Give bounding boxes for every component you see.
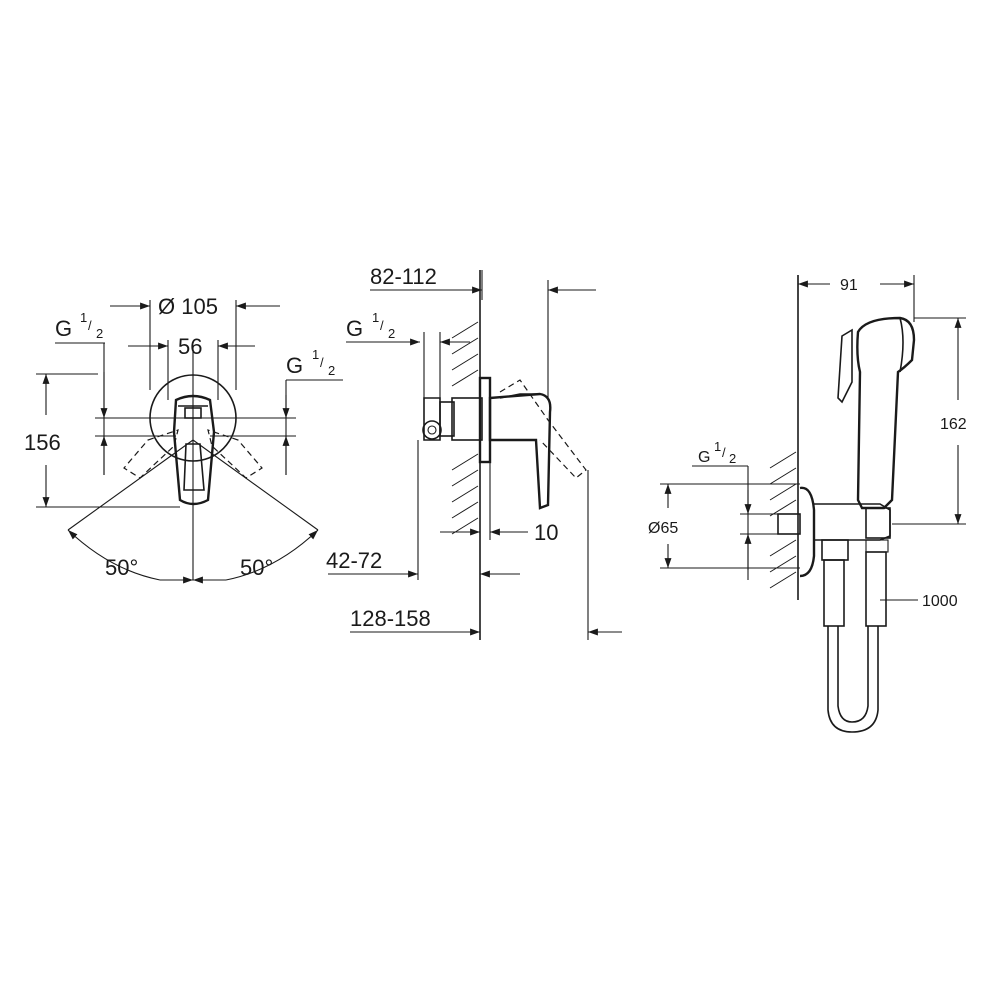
lever-rotation-right xyxy=(207,429,263,479)
dim-height: 156 xyxy=(24,430,61,455)
thread-left-slash: / xyxy=(88,318,92,333)
lever-side xyxy=(488,392,552,510)
lever-rotation-left xyxy=(123,429,179,479)
hand-shower-view: 91 162 G 1 / 2 Ø65 1000 xyxy=(648,275,967,733)
thread-left-base: G xyxy=(55,316,72,341)
side-view: 82-112 G 1 / 2 10 42-72 128-158 xyxy=(326,264,622,640)
thread-right-base: G xyxy=(286,353,303,378)
lever-body xyxy=(172,394,216,506)
dim-depth-range: 82-112 xyxy=(370,264,437,289)
side-thread-slash: / xyxy=(380,318,384,333)
dim-shower-diameter: Ø65 xyxy=(648,520,678,537)
connector-circle xyxy=(422,420,442,440)
dim-shower-width: 91 xyxy=(840,277,858,294)
hose-length: 1000 xyxy=(922,593,958,610)
dim-inner-width: 56 xyxy=(178,334,202,359)
shower-thread-num: 1 xyxy=(714,439,721,454)
shower-hose xyxy=(827,626,879,733)
dim-wall-range: 42-72 xyxy=(326,548,382,573)
side-thread-den: 2 xyxy=(388,326,395,341)
shower-thread-base: G xyxy=(698,449,710,466)
dim-rosette: 10 xyxy=(534,520,558,545)
angle-right: 50° xyxy=(240,555,273,580)
side-thread-num: 1 xyxy=(372,310,379,325)
shower-thread-den: 2 xyxy=(729,451,736,466)
thread-right-den: 2 xyxy=(328,363,335,378)
angle-left: 50° xyxy=(105,555,138,580)
wall-elbow xyxy=(799,486,816,578)
valve-body xyxy=(451,397,483,441)
hand-shower-head xyxy=(856,316,916,510)
hose-fitting xyxy=(821,539,849,561)
thread-right-slash: / xyxy=(320,355,324,370)
thread-left-den: 2 xyxy=(96,326,103,341)
front-view: Ø 105 56 G 1 / 2 G 1 / 2 156 xyxy=(24,294,343,584)
shower-thread-slash: / xyxy=(722,445,726,460)
side-thread-base: G xyxy=(346,316,363,341)
dim-total-range: 128-158 xyxy=(350,606,431,631)
dim-shower-height: 162 xyxy=(940,416,967,433)
dim-outer-diameter: Ø 105 xyxy=(158,294,218,319)
thread-left-num: 1 xyxy=(80,310,87,325)
thread-right-num: 1 xyxy=(312,347,319,362)
